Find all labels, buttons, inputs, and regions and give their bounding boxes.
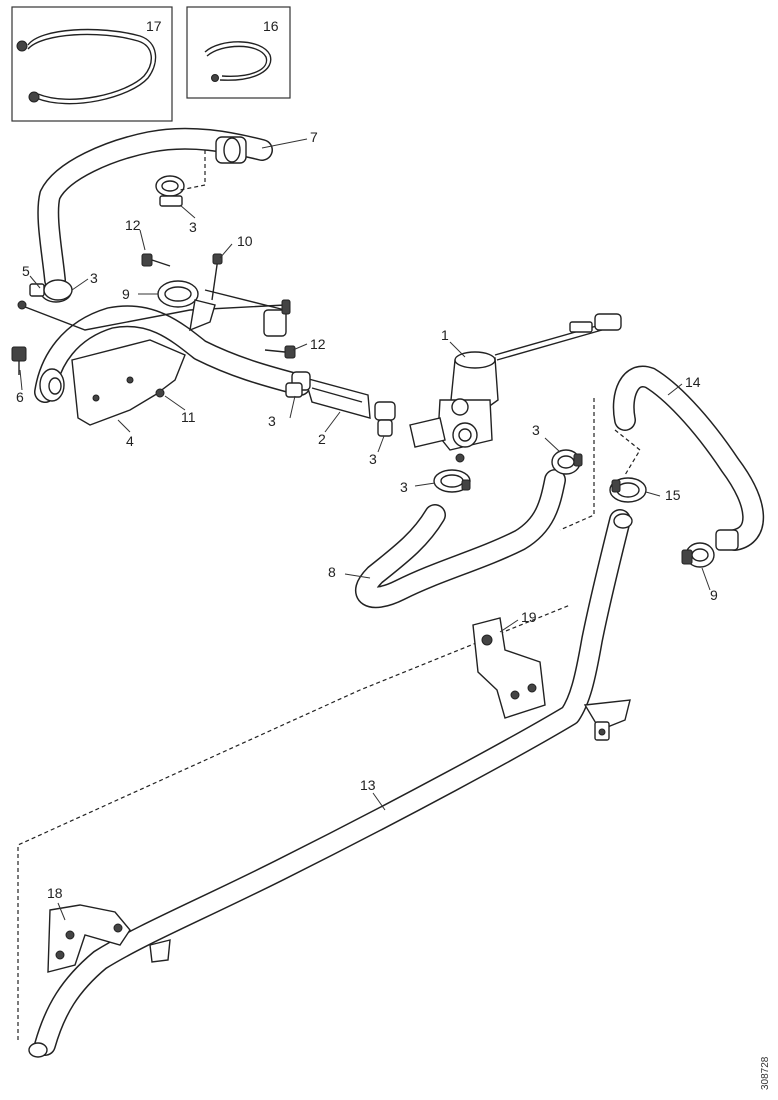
label-10: 10 bbox=[237, 233, 253, 249]
bolt-12-lower bbox=[264, 345, 296, 359]
screw-11 bbox=[155, 388, 165, 398]
hose-8 bbox=[355, 469, 566, 609]
bracket-19 bbox=[472, 617, 546, 719]
label-1: 1 bbox=[441, 327, 449, 343]
label-12-lower: 12 bbox=[310, 336, 326, 352]
clamp-3-right-of-2 bbox=[377, 419, 393, 437]
label-3-left: 3 bbox=[90, 270, 98, 286]
label-4: 4 bbox=[126, 433, 134, 449]
bolt-6 bbox=[11, 346, 27, 375]
label-11: 11 bbox=[181, 409, 196, 425]
label-3-right: 3 bbox=[532, 422, 540, 438]
label-14: 14 bbox=[685, 374, 701, 390]
label-3-under-2: 3 bbox=[369, 451, 377, 467]
label-7: 7 bbox=[310, 129, 318, 145]
leader-lines bbox=[19, 138, 711, 921]
bracket-18 bbox=[47, 904, 131, 973]
label-19: 19 bbox=[521, 609, 537, 625]
label-16: 16 bbox=[263, 18, 279, 34]
clamp-3-left-of-2 bbox=[285, 382, 303, 398]
inset-box-17 bbox=[11, 6, 173, 122]
clamp-15 bbox=[609, 477, 647, 503]
label-3-top: 3 bbox=[189, 219, 197, 235]
label-18: 18 bbox=[47, 885, 63, 901]
label-15: 15 bbox=[665, 487, 681, 503]
label-9: 9 bbox=[122, 286, 130, 302]
screw-10 bbox=[211, 253, 223, 301]
clamp-3-right bbox=[551, 449, 583, 475]
pipe-13 bbox=[28, 509, 633, 1058]
hose-14 bbox=[612, 365, 765, 551]
label-8: 8 bbox=[328, 564, 336, 580]
label-3-pump: 3 bbox=[400, 479, 408, 495]
label-2: 2 bbox=[318, 431, 326, 447]
label-17: 17 bbox=[146, 18, 162, 34]
clamp-9 bbox=[157, 280, 291, 337]
part-labels: 17 16 7 3 12 10 5 3 9 12 1 14 6 11 3 2 3… bbox=[16, 18, 718, 901]
hose-2 bbox=[291, 371, 396, 421]
pipe-assembly-4 bbox=[19, 304, 311, 426]
hose-7 bbox=[37, 127, 273, 291]
dashed-guides bbox=[17, 150, 641, 1040]
clamp-9-right bbox=[681, 542, 715, 568]
clamp-3-left bbox=[43, 279, 73, 301]
clamp-3-under-pump bbox=[433, 469, 471, 493]
pump-1 bbox=[409, 313, 622, 463]
label-12-upper: 12 bbox=[125, 217, 141, 233]
bolt-12-upper bbox=[141, 253, 171, 267]
label-13: 13 bbox=[360, 777, 376, 793]
label-6: 6 bbox=[16, 389, 24, 405]
label-3-by-2: 3 bbox=[268, 413, 276, 429]
clamp-3-top bbox=[155, 175, 185, 207]
inset-box-16 bbox=[186, 6, 291, 99]
label-9-right: 9 bbox=[710, 587, 718, 603]
reference-number: 308728 bbox=[760, 1056, 771, 1090]
label-5: 5 bbox=[22, 263, 30, 279]
